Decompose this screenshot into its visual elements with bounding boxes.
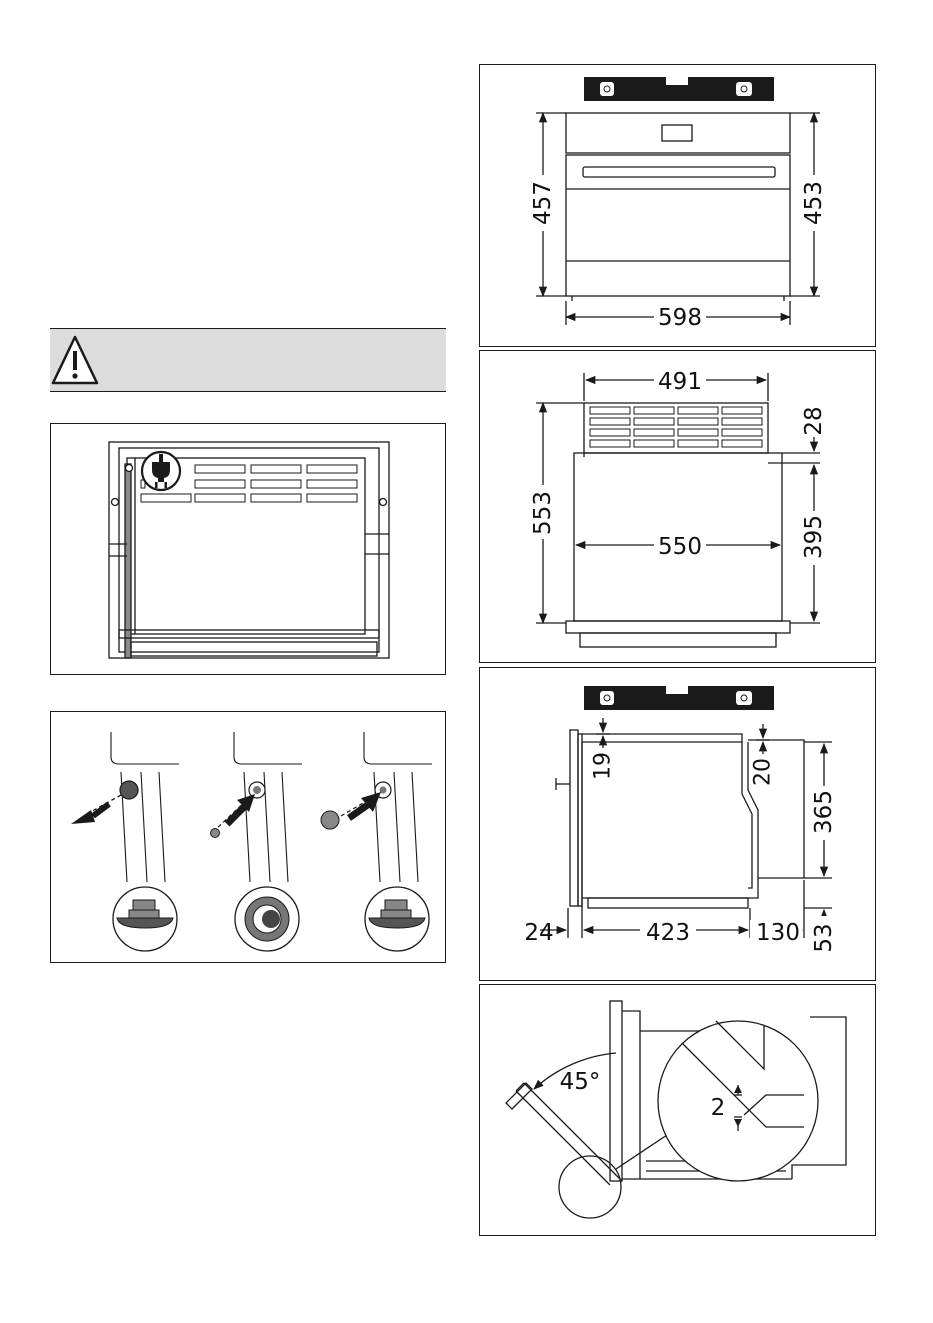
dim-side-height: 365 xyxy=(811,790,837,834)
dim-front-width: 598 xyxy=(658,305,702,331)
power-plug-icon xyxy=(142,452,180,490)
spirit-level-icon xyxy=(584,77,774,101)
dim-front-height-right: 453 xyxy=(801,181,827,225)
side-view-drawing: 19 20 365 423 24 130 53 xyxy=(480,668,877,982)
dim-front-height-left: 457 xyxy=(530,181,556,225)
dim-side-front: 24 xyxy=(524,920,553,946)
side-view-panel: 19 20 365 423 24 130 53 xyxy=(479,667,876,981)
cap-fitting-panel xyxy=(50,711,446,963)
warning-triangle-icon xyxy=(50,329,446,393)
spirit-level-icon xyxy=(584,686,774,710)
vent-slots xyxy=(590,407,762,447)
detail-hole-2 xyxy=(235,887,299,951)
detail-cap-3 xyxy=(365,887,429,951)
top-view-drawing: 491 553 550 395 28 xyxy=(480,351,877,664)
door-opening-drawing: 45° 2 xyxy=(480,985,877,1237)
dim-side-top-gap-front: 19 xyxy=(591,752,616,780)
dim-side-rear: 130 xyxy=(756,920,800,946)
dim-top-depth-total: 553 xyxy=(530,491,556,535)
top-view-panel: 491 553 550 395 28 xyxy=(479,350,876,663)
dim-door-angle: 45° xyxy=(560,1069,601,1095)
front-view-drawing: 457 453 598 xyxy=(480,65,877,348)
dim-top-panel-gap: 28 xyxy=(801,406,827,435)
front-view-panel: 457 453 598 xyxy=(479,64,876,347)
dim-top-body-width: 550 xyxy=(658,534,702,560)
dim-side-top-gap-rear: 20 xyxy=(751,758,776,786)
warning-banner xyxy=(50,328,446,392)
dim-top-body-depth: 395 xyxy=(801,515,827,559)
dim-top-width: 491 xyxy=(658,369,702,395)
rear-connection-panel xyxy=(50,423,446,675)
move-arrow-icon xyxy=(71,810,95,824)
door-opening-panel: 45° 2 xyxy=(479,984,876,1236)
cap-fitting-illustration xyxy=(51,712,447,964)
dim-side-bottom: 53 xyxy=(811,923,837,952)
oven-rear-illustration xyxy=(51,424,447,676)
detail-cap-1 xyxy=(113,887,177,951)
dim-side-depth: 423 xyxy=(646,920,690,946)
dim-door-gap: 2 xyxy=(711,1095,726,1121)
removed-cap xyxy=(120,781,138,799)
